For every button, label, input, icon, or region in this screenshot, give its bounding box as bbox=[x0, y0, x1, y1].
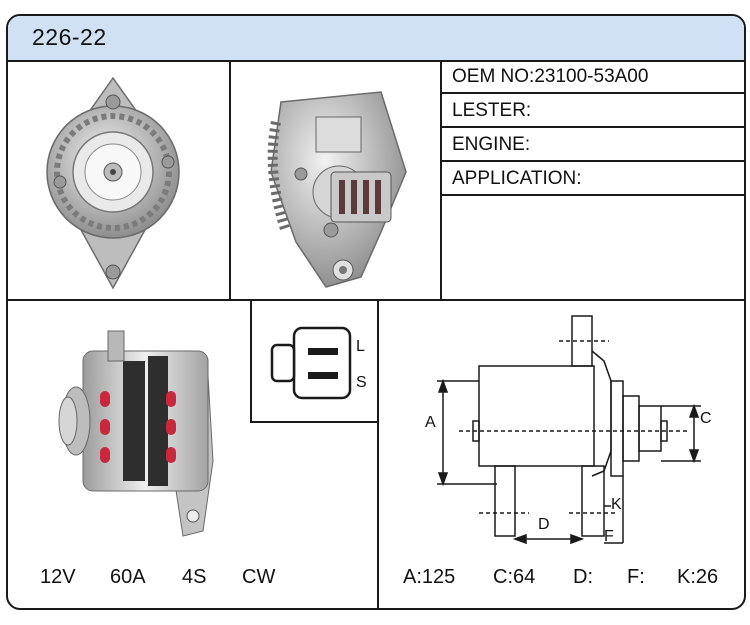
spec-voltage: 12V bbox=[40, 566, 76, 588]
dim-label-c: C bbox=[700, 410, 712, 427]
divider-top-left bbox=[229, 60, 231, 299]
side-view-image bbox=[8, 301, 250, 546]
dim-d-value: D: bbox=[573, 566, 593, 588]
dim-label-k: K bbox=[611, 496, 622, 513]
electrical-specs: 12V 60A 4S CW bbox=[8, 566, 275, 592]
connector-box-left bbox=[250, 301, 252, 423]
front-view-image bbox=[8, 62, 229, 299]
spec-oem-label: OEM NO: bbox=[452, 66, 535, 87]
model-number: 226-22 bbox=[32, 24, 107, 50]
connector-box-bottom bbox=[250, 421, 379, 423]
divider-top-right bbox=[440, 60, 442, 299]
dim-c-value: C:64 bbox=[493, 566, 536, 588]
dim-label-d: D bbox=[538, 516, 550, 533]
spec-application: APPLICATION: bbox=[442, 162, 744, 196]
spec-oem-value: 23100-53A00 bbox=[534, 66, 649, 87]
divider-bottom-right bbox=[377, 301, 379, 608]
connector-terminal-l: L bbox=[356, 338, 365, 355]
connector-image bbox=[252, 301, 377, 421]
dim-a-value: A:125 bbox=[403, 566, 456, 588]
dimension-drawing bbox=[379, 301, 744, 546]
connector-terminal-s: S bbox=[356, 374, 367, 391]
dim-label-a: A bbox=[425, 414, 436, 431]
dim-k-value: K:26 bbox=[677, 566, 719, 588]
spec-lester-label: LESTER: bbox=[452, 100, 532, 121]
spec-oem: OEM NO:23100-53A00 bbox=[442, 60, 744, 94]
spec-rotation: CW bbox=[242, 566, 276, 588]
spec-pulley: 4S bbox=[182, 566, 207, 588]
product-sheet: 226-22 OEM NO:23100-53A00 LESTER: ENGINE… bbox=[6, 14, 746, 610]
spec-engine-label: ENGINE: bbox=[452, 134, 531, 155]
dim-f-value: F: bbox=[627, 566, 645, 588]
rear-view-image bbox=[231, 62, 440, 299]
spec-application-label: APPLICATION: bbox=[452, 168, 582, 189]
dim-label-f: F bbox=[604, 528, 614, 545]
dimension-values: A:125 C:64 D: F: K:26 bbox=[379, 566, 744, 592]
header-bar: 226-22 bbox=[8, 16, 744, 62]
spec-amperage: 60A bbox=[110, 566, 146, 588]
spec-engine: ENGINE: bbox=[442, 128, 744, 162]
divider-mid-horizontal bbox=[8, 299, 744, 301]
spec-lester: LESTER: bbox=[442, 94, 744, 128]
